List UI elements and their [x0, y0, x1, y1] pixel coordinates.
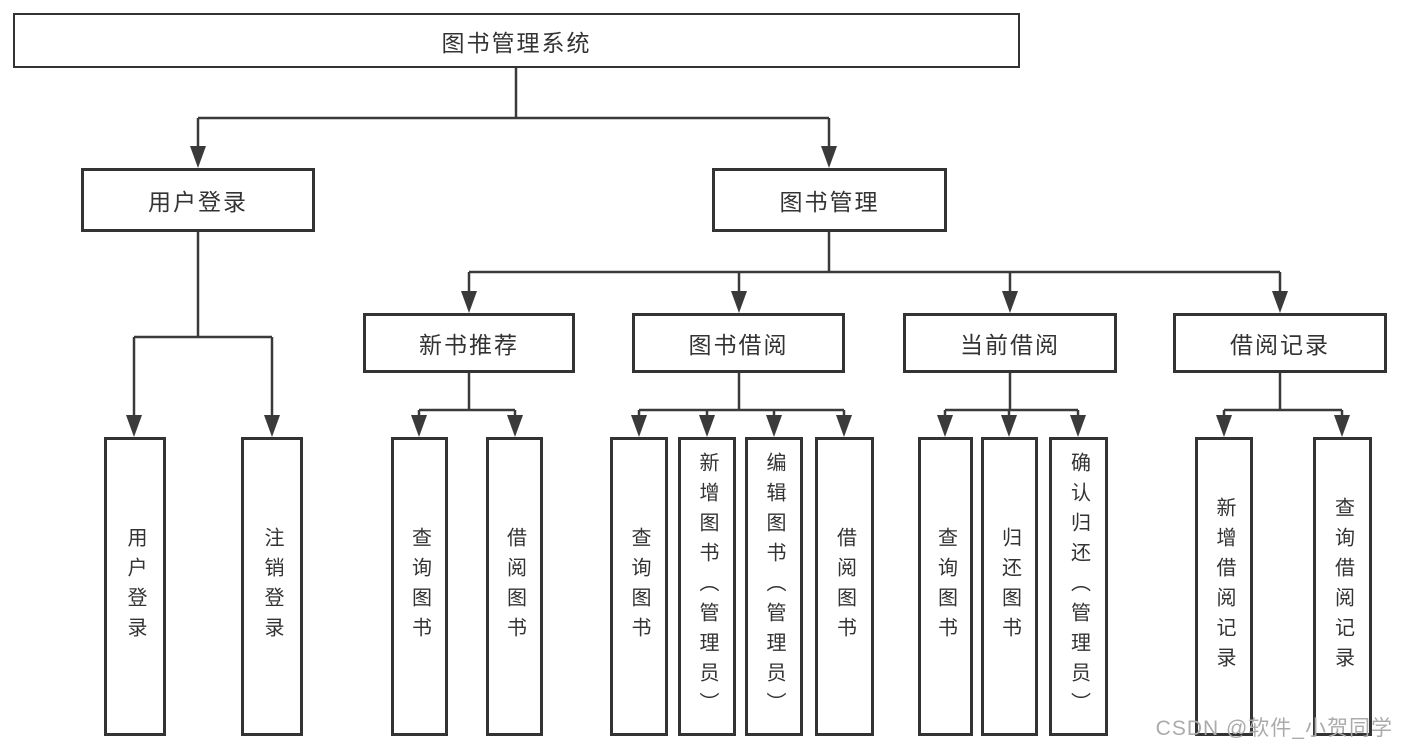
- node-leaf-logout: 注销登录: [241, 437, 303, 736]
- node-leaf-add-books-admin: 新增图书（管理员）: [678, 437, 736, 736]
- node-new-book-recommend: 新书推荐: [363, 313, 575, 373]
- node-leaf-newbook-borrow-books: 借阅图书: [486, 437, 543, 736]
- node-leaf-borrow-borrow-books: 借阅图书: [815, 437, 874, 736]
- node-label: 用户登录: [148, 189, 248, 215]
- node-label: 查询图书: [934, 526, 957, 647]
- node-label: 查询借阅记录: [1331, 496, 1354, 677]
- node-label: 新增图书（管理员）: [696, 451, 718, 722]
- node-label: 新增借阅记录: [1213, 496, 1235, 677]
- node-leaf-add-borrow-record: 新增借阅记录: [1195, 437, 1253, 736]
- node-borrow-records: 借阅记录: [1173, 313, 1387, 373]
- node-leaf-return-books: 归还图书: [981, 437, 1038, 736]
- node-leaf-borrow-query-books: 查询图书: [610, 437, 668, 736]
- node-label: 查询图书: [628, 526, 650, 647]
- node-label: 借阅图书: [503, 526, 526, 647]
- node-leaf-query-borrow-record: 查询借阅记录: [1313, 437, 1372, 736]
- node-label: 借阅图书: [833, 526, 856, 647]
- node-user-login: 用户登录: [81, 168, 315, 232]
- node-label: 编辑图书（管理员）: [763, 451, 785, 722]
- node-label: 图书借阅: [688, 332, 789, 358]
- node-root: 图书管理系统: [13, 13, 1020, 68]
- node-label: 查询图书: [408, 526, 431, 647]
- node-leaf-user-login: 用户登录: [104, 437, 166, 736]
- node-current-borrow: 当前借阅: [903, 313, 1117, 373]
- node-label: 用户登录: [124, 526, 146, 647]
- node-book-management: 图书管理: [712, 168, 947, 232]
- node-leaf-newbook-query-books: 查询图书: [391, 437, 448, 736]
- node-leaf-confirm-return-admin: 确认归还（管理员）: [1049, 437, 1108, 736]
- node-leaf-edit-books-admin: 编辑图书（管理员）: [745, 437, 803, 736]
- node-label: 确认归还（管理员）: [1067, 451, 1090, 722]
- watermark: CSDN @软件_小贺同学: [1155, 717, 1393, 740]
- node-book-borrow: 图书借阅: [632, 313, 845, 373]
- node-label: 图书管理: [779, 189, 880, 215]
- node-label: 当前借阅: [960, 332, 1060, 358]
- node-label: 图书管理系统: [441, 29, 592, 56]
- node-label: 归还图书: [998, 526, 1021, 647]
- node-leaf-current-query-books: 查询图书: [918, 437, 973, 736]
- node-label: 新书推荐: [419, 332, 519, 358]
- node-label: 注销登录: [261, 526, 283, 647]
- node-label: 借阅记录: [1230, 332, 1330, 358]
